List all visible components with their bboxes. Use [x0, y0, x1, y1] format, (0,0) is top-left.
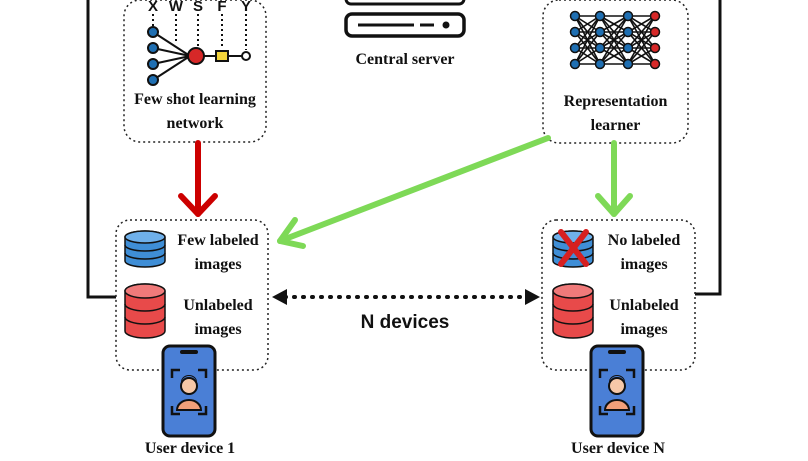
nn-edge: [574, 15, 601, 49]
nn-node: [649, 42, 661, 54]
phone-icon-deviceN: [589, 344, 645, 438]
few-shot-network-icon: [147, 14, 251, 86]
deviceN-unlabeled-line2: images: [620, 321, 668, 338]
nn-edge: [599, 15, 629, 33]
neural-network-nodes: [569, 10, 661, 70]
nn-node: [649, 10, 661, 22]
nn-edge: [627, 15, 656, 65]
nn-node: [622, 26, 634, 38]
neural-network-icon: [574, 15, 656, 65]
devices-link-arrow: [272, 289, 540, 305]
green-arrow-down: [595, 140, 633, 217]
no-labels-cross-icon: [558, 229, 589, 267]
nn-node: [569, 10, 581, 22]
nn-node: [622, 58, 634, 70]
green-arrow-diagonal: [277, 135, 551, 249]
connection-lines: [86, 0, 722, 299]
labeled-database-icon: [124, 230, 166, 268]
device1-labeled-line2: images: [194, 256, 242, 273]
few-shot-label-line2: network: [166, 115, 224, 132]
nn-edge: [599, 47, 629, 65]
nn-node: [649, 26, 661, 38]
central-server-label: Central server: [355, 51, 455, 68]
nn-node: [649, 58, 661, 70]
few-shot-label-line1: Few shot learning: [134, 91, 256, 108]
nn-edge: [599, 15, 629, 49]
nn-node: [594, 58, 606, 70]
n-devices-label: N devices: [360, 312, 450, 333]
unlabeled-database-icon: [552, 283, 594, 339]
red-arrow: [178, 140, 218, 217]
device1-name: User device 1: [144, 440, 236, 457]
nn-edge: [599, 31, 629, 65]
symbol-w: W: [168, 0, 184, 15]
nn-node: [594, 10, 606, 22]
nn-node: [569, 42, 581, 54]
unlabeled-database-icon: [124, 283, 166, 339]
deviceN-labeled-line2: images: [620, 256, 668, 273]
symbol-s: S: [192, 0, 203, 15]
device1-unlabeled-line2: images: [194, 321, 242, 338]
nn-node: [622, 42, 634, 54]
symbol-x: X: [147, 0, 158, 15]
rep-learner-label-line2: learner: [590, 117, 641, 134]
deviceN-name: User device N: [571, 440, 665, 457]
deviceN-unlabeled-line1: Unlabeled: [609, 297, 679, 314]
nn-edge: [599, 15, 629, 65]
nn-node: [569, 58, 581, 70]
symbol-f: F: [217, 0, 227, 15]
nn-edge: [627, 15, 656, 49]
symbol-y: Y: [240, 0, 251, 15]
nn-node: [594, 26, 606, 38]
device1-unlabeled-line1: Unlabeled: [183, 297, 253, 314]
server-icon: [344, 0, 466, 38]
nn-edge: [574, 15, 601, 65]
nn-node: [569, 26, 581, 38]
nn-edge: [627, 31, 656, 65]
device1-labeled-line1: Few labeled: [177, 232, 259, 249]
nn-node: [594, 42, 606, 54]
rep-learner-label-line1: Representation: [563, 93, 668, 110]
nn-edge: [574, 31, 601, 65]
phone-icon-device1: [161, 344, 217, 438]
nn-node: [622, 10, 634, 22]
deviceN-labeled-line1: No labeled: [607, 232, 681, 249]
